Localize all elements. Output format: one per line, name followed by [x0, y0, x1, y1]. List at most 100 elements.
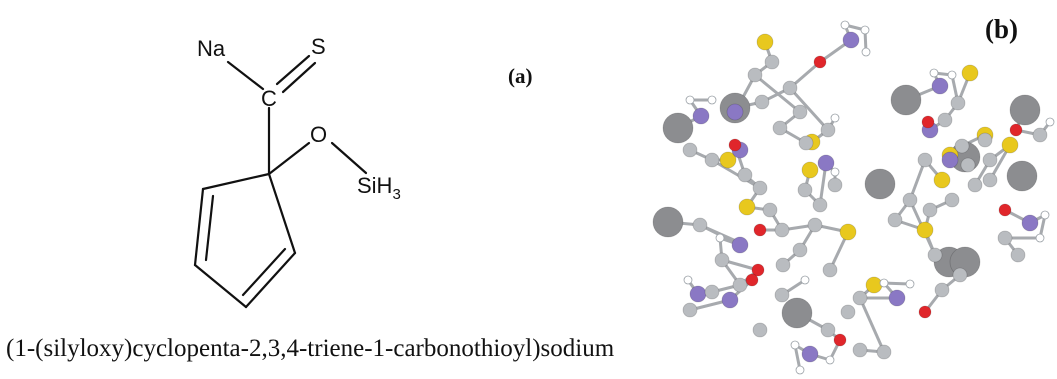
carbon-atom — [827, 177, 843, 193]
carbon-atom — [820, 122, 836, 138]
hydrogen-atom — [800, 275, 810, 285]
carbon-atom — [782, 80, 798, 96]
carbon-atom — [950, 95, 966, 111]
oxygen-atom — [745, 273, 759, 287]
carbon-atom — [732, 277, 748, 293]
carbon-atom — [812, 197, 828, 213]
carbon-atom — [792, 242, 808, 258]
sodium-atom — [1009, 94, 1041, 126]
carbon-atom — [754, 94, 770, 110]
carbon-atom — [822, 262, 838, 278]
hydrogen-atom — [685, 95, 695, 105]
carbon-atom — [774, 287, 790, 303]
oxygen-atom — [1009, 123, 1023, 137]
carbon-atom — [922, 202, 938, 218]
carbon-atom — [797, 182, 813, 198]
carbon-atom — [737, 167, 753, 183]
sulfur-atom — [738, 198, 756, 216]
carbon-atom — [1010, 247, 1026, 263]
carbon-atom — [902, 192, 918, 208]
hydrogen-atom — [840, 20, 850, 30]
panel-a-label: (a) — [508, 64, 533, 88]
carbon-atom — [952, 267, 968, 283]
hydrogen-atom — [795, 365, 805, 375]
hydrogen-atom — [860, 25, 870, 35]
carbon-atom — [704, 152, 720, 168]
carbon-atom — [682, 142, 698, 158]
sodium-atom — [864, 168, 896, 200]
carbon-atom — [752, 180, 768, 196]
carbon-atom — [852, 342, 868, 358]
carbon-atom — [887, 212, 903, 228]
carbon-atom — [775, 257, 791, 273]
carbon-atom — [954, 138, 970, 154]
nitrogen-atom — [1021, 214, 1039, 232]
sodium-atom — [781, 297, 813, 329]
carbon-atom — [982, 152, 998, 168]
model-bond — [908, 159, 927, 201]
carbon-atom — [798, 135, 814, 151]
model-bonds — [667, 23, 1052, 371]
atom-si-subscript: 3 — [392, 186, 400, 203]
sulfur-atom — [719, 151, 737, 169]
carbon-atom — [792, 104, 808, 120]
model-bond — [711, 158, 761, 190]
bond-o-si — [330, 141, 368, 175]
atom-c-label: C — [261, 86, 277, 111]
sulfur-atom — [933, 171, 951, 189]
nitrogen-atom — [692, 107, 710, 125]
sodium-atom — [662, 112, 694, 144]
hydrogen-atom — [879, 278, 889, 288]
oxygen-atom — [921, 115, 935, 129]
sulfur-atom — [1001, 136, 1019, 154]
sulfur-atom — [839, 223, 857, 241]
panel-a-structure: Na S C O SiH3 (a) — [193, 34, 533, 309]
carbon-atom — [752, 322, 768, 338]
sodium-atom — [1006, 160, 1038, 192]
carbon-atom — [762, 202, 778, 218]
carbon-atom — [852, 290, 868, 306]
carbon-atom — [1032, 127, 1048, 143]
atom-o-label: O — [310, 122, 327, 147]
atom-s-label: S — [311, 34, 326, 59]
bond-c1-o — [267, 141, 311, 176]
bond-c-s-2 — [281, 61, 317, 94]
nitrogen-atom — [801, 345, 819, 363]
hydrogen-atom — [707, 95, 717, 105]
carbon-atom — [764, 54, 780, 70]
bond-ring-1 — [201, 172, 271, 191]
nitrogen-atom — [941, 151, 959, 169]
nitrogen-atom — [842, 31, 860, 49]
sodium-atom — [890, 84, 922, 116]
atom-si-label: SiH3 — [357, 173, 401, 203]
bond-na-c — [226, 60, 265, 91]
nitrogen-atom — [726, 103, 744, 121]
hydrogen-atom — [1045, 117, 1055, 127]
hydrogen-atom — [830, 167, 840, 177]
hydrogen-atom — [830, 113, 840, 123]
carbon-atom — [927, 247, 943, 263]
carbon-atom — [820, 322, 836, 338]
hydrogen-atom — [1035, 233, 1045, 243]
atom-na-label: Na — [197, 36, 226, 61]
carbon-atom — [692, 217, 708, 233]
hydrogen-atom — [683, 275, 693, 285]
bond-c-s-1 — [275, 54, 311, 86]
oxygen-atom — [728, 138, 742, 152]
compound-name-caption: (1-(silyloxy)cyclopenta-2,3,4-triene-1-c… — [6, 335, 615, 362]
panel-b-3d-model: (b) — [652, 14, 1055, 375]
nitrogen-atom — [888, 289, 906, 307]
model-bond — [858, 297, 886, 353]
carbon-atom — [917, 152, 933, 168]
oxygen-atom — [813, 55, 827, 69]
carbon-atom — [876, 344, 892, 360]
model-bond — [754, 73, 801, 114]
hydrogen-atom — [790, 340, 800, 350]
bond-ring-5 — [267, 172, 297, 255]
nitrogen-atom — [721, 291, 739, 309]
carbon-atom — [934, 282, 950, 298]
hydrogen-atom — [825, 355, 835, 365]
carbon-atom — [704, 284, 720, 300]
carbon-atom — [967, 177, 983, 193]
